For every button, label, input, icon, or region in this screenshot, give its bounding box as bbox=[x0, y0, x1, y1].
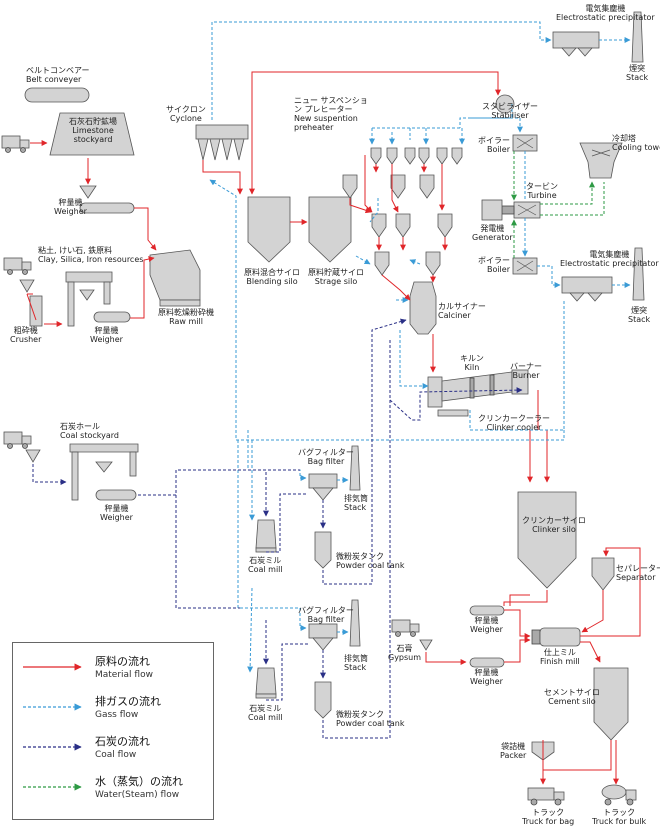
legend-label-en: Water(Steam) flow bbox=[95, 790, 180, 800]
suspension-preheater bbox=[342, 147, 463, 276]
truck-bag-icon bbox=[527, 787, 565, 806]
clay-shed bbox=[65, 271, 113, 327]
legend-item-material: 原料の流れ Material flow bbox=[21, 653, 206, 689]
gas-flow-lines bbox=[209, 21, 631, 673]
coal-mill-1 bbox=[255, 519, 277, 553]
legend-item-water: 水（蒸気）の流れ Water(Steam) flow bbox=[21, 773, 206, 809]
truck-icon bbox=[3, 431, 32, 449]
truck-icon bbox=[1, 135, 30, 153]
coal-flow-lines bbox=[32, 318, 523, 739]
coal-shed bbox=[69, 443, 139, 501]
legend-label-en: Gass flow bbox=[95, 710, 139, 720]
belt-conveyer bbox=[24, 87, 90, 103]
legend-item-coal: 石炭の流れ Coal flow bbox=[21, 733, 206, 769]
weigher-1 bbox=[79, 202, 135, 214]
powder-coal-tank-1 bbox=[314, 531, 332, 569]
legend-swatch-water bbox=[23, 783, 82, 791]
legend: 原料の流れ Material flow 排ガスの流れ Gass flow 石炭の流れ… bbox=[12, 642, 214, 820]
legend-label-ja: 原料の流れ bbox=[95, 655, 150, 668]
legend-swatch-gas bbox=[23, 703, 82, 711]
clinker-cooler bbox=[437, 409, 469, 417]
turbine-shaft bbox=[501, 205, 515, 215]
legend-label-ja: 排ガスの流れ bbox=[95, 695, 161, 708]
limestone-stockyard bbox=[49, 112, 135, 156]
weigher-coal bbox=[95, 489, 137, 501]
generator bbox=[481, 199, 503, 221]
stack-bf2 bbox=[349, 599, 361, 647]
separator bbox=[591, 557, 615, 591]
legend-label-en: Coal flow bbox=[95, 750, 137, 760]
legend-label-ja: 水（蒸気）の流れ bbox=[95, 775, 183, 788]
calciner bbox=[409, 281, 437, 335]
hopper bbox=[79, 185, 97, 199]
bag-filter-1 bbox=[308, 473, 338, 501]
truck-icon bbox=[3, 257, 32, 275]
stack-top bbox=[631, 11, 644, 63]
weigher-4 bbox=[469, 657, 505, 668]
coal-mill-2 bbox=[255, 667, 277, 699]
weigher-2 bbox=[93, 311, 131, 323]
clinker-silo bbox=[517, 491, 577, 589]
stack-bf1 bbox=[349, 445, 361, 491]
bag-filter-2 bbox=[308, 623, 338, 651]
turbine bbox=[513, 201, 541, 219]
material-flow-lines bbox=[26, 71, 641, 785]
electrostatic-precipitator-top bbox=[552, 31, 600, 57]
truck-bulk-icon bbox=[601, 784, 637, 806]
cyclone bbox=[195, 124, 249, 161]
legend-swatch-coal bbox=[23, 743, 82, 751]
stack-mid bbox=[632, 247, 645, 301]
legend-item-gas: 排ガスの流れ Gass flow bbox=[21, 693, 206, 729]
legend-swatch-material bbox=[23, 663, 82, 671]
weigher-3 bbox=[469, 605, 505, 616]
stabiliser bbox=[495, 94, 515, 114]
crusher bbox=[29, 295, 43, 327]
truck-icon bbox=[391, 619, 420, 637]
legend-label-ja: 石炭の流れ bbox=[95, 735, 150, 748]
legend-label-en: Material flow bbox=[95, 670, 153, 680]
blending-silo bbox=[247, 196, 291, 263]
hopper bbox=[25, 449, 41, 463]
kiln bbox=[427, 369, 529, 408]
powder-coal-tank-2 bbox=[314, 681, 332, 719]
hopper bbox=[19, 279, 35, 293]
cooling-tower bbox=[579, 142, 623, 179]
hopper bbox=[419, 639, 433, 651]
strage-silo bbox=[308, 196, 352, 263]
finish-mill bbox=[531, 627, 581, 647]
water-flow-lines bbox=[511, 151, 605, 258]
raw-mill bbox=[149, 249, 201, 307]
electrostatic-precipitator-mid bbox=[561, 276, 613, 302]
cement-silo bbox=[593, 667, 629, 741]
